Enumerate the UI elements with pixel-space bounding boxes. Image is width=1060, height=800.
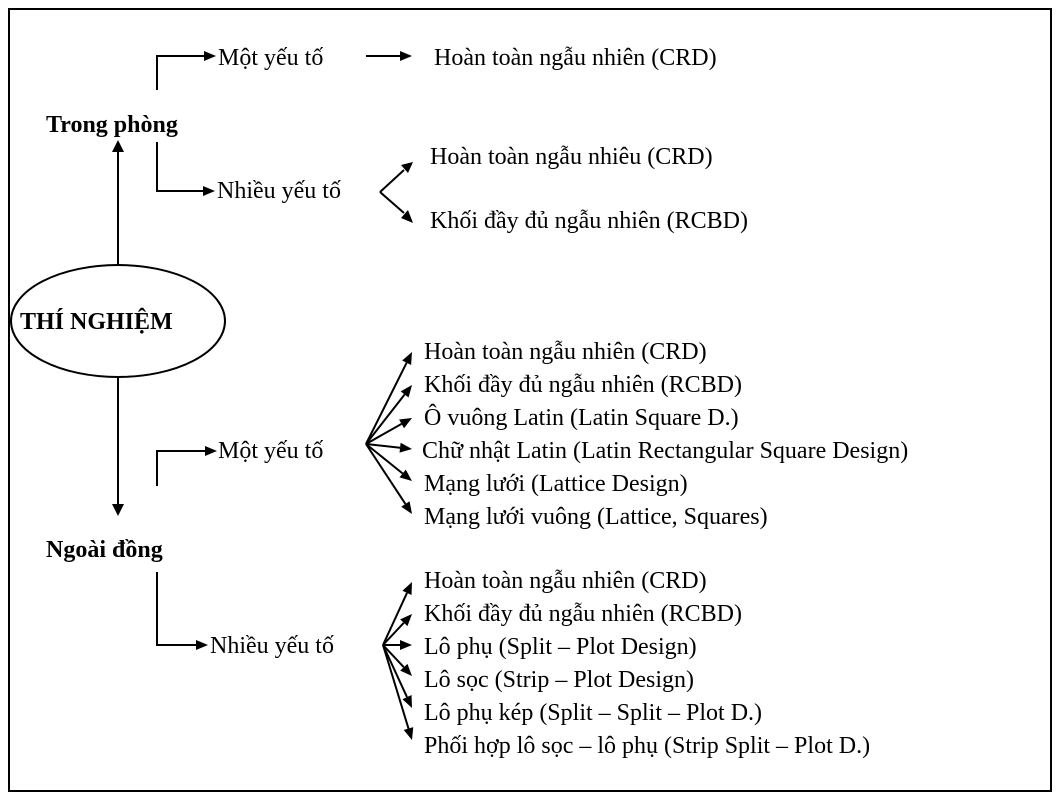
ngoai-dong-mot-design-4: Chữ nhật Latin (Latin Rectangular Square…	[422, 438, 908, 464]
branch-arrowhead	[400, 614, 412, 627]
branch-arrow	[382, 592, 408, 646]
trong-phong-nhieu-arrowhead	[203, 186, 215, 196]
branch-arrowhead	[403, 727, 414, 740]
branch-arrowhead	[399, 442, 412, 453]
trong-phong-mot-yeu-to-label: Một yếu tố	[218, 45, 323, 71]
branch-arrow	[382, 644, 405, 668]
branch-arrow	[365, 393, 406, 445]
branch-arrow	[365, 443, 401, 449]
ngoai-dong-nhieu-design-4: Lô sọc (Strip – Plot Design)	[424, 667, 694, 693]
ngoai-dong-mot-design-1: Hoàn toàn ngẫu nhiên (CRD)	[424, 339, 707, 365]
ngoai-dong-nhieu-design-3: Lô phụ (Split – Plot Design)	[424, 634, 697, 660]
ngoai-dong-mot-design-3: Ô vuông Latin (Latin Square D.)	[424, 404, 739, 431]
ngoai-dong-mot-connector	[156, 450, 205, 486]
branch-arrowhead	[399, 418, 412, 429]
branch-arrowhead	[401, 501, 412, 514]
ngoai-dong-label: Ngoài đồng	[46, 537, 163, 563]
branch-arrow	[382, 622, 405, 646]
branch-arrowhead	[400, 385, 412, 398]
ngoai-dong-mot-branches	[365, 352, 412, 514]
root-label: THÍ NGHIỆM	[20, 309, 173, 335]
trong-phong-mot-design-arrowhead	[400, 51, 412, 61]
branch-arrow	[365, 362, 408, 445]
ngoai-dong-nhieu-yeu-to-label: Nhiều yếu tố	[210, 633, 334, 659]
trong-phong-nhieu-branches	[379, 162, 413, 223]
branch-arrow	[382, 644, 408, 698]
trong-phong-mot-design: Hoàn toàn ngẫu nhiên (CRD)	[434, 45, 717, 71]
branch-arrowhead	[402, 695, 412, 708]
root-to-trong-phong-arrowhead	[112, 140, 124, 152]
ngoai-dong-nhieu-design-5: Lô phụ kép (Split – Split – Plot D.)	[424, 700, 762, 726]
trong-phong-nhieu-design-1: Hoàn toàn ngẫu nhiêu (CRD)	[430, 144, 713, 170]
root-to-ngoai-dong-arrowhead	[112, 504, 124, 516]
branch-arrow	[365, 423, 403, 445]
ngoai-dong-mot-design-2: Khối đầy đủ ngẫu nhiên (RCBD)	[424, 372, 742, 398]
ngoai-dong-mot-design-6: Mạng lưới vuông (Lattice, Squares)	[424, 504, 768, 530]
branch-arrowhead	[401, 210, 413, 223]
branch-arrowhead	[402, 352, 412, 365]
branch-arrowhead	[402, 582, 412, 595]
diagram-frame	[8, 8, 1052, 792]
trong-phong-nhieu-design-2: Khối đầy đủ ngẫu nhiên (RCBD)	[430, 208, 748, 234]
ngoai-dong-mot-arrowhead	[205, 446, 217, 456]
ngoai-dong-mot-yeu-to-label: Một yếu tố	[218, 438, 323, 464]
branch-arrowhead	[400, 640, 412, 650]
branch-arrow	[379, 191, 405, 214]
ngoai-dong-nhieu-design-2: Khối đầy đủ ngẫu nhiên (RCBD)	[424, 601, 742, 627]
branch-arrowhead	[399, 469, 412, 481]
ngoai-dong-nhieu-branches	[382, 582, 414, 740]
branch-arrowhead	[400, 663, 412, 676]
trong-phong-mot-connector	[156, 55, 204, 90]
branch-arrowhead	[401, 162, 413, 173]
branch-arrow	[365, 443, 404, 475]
ngoai-dong-nhieu-design-1: Hoàn toàn ngẫu nhiên (CRD)	[424, 568, 707, 594]
trong-phong-label: Trong phòng	[46, 112, 178, 138]
trong-phong-nhieu-yeu-to-label: Nhiều yếu tố	[217, 178, 341, 204]
ngoai-dong-mot-design-5: Mạng lưới (Lattice Design)	[424, 471, 688, 497]
ngoai-dong-nhieu-connector	[156, 572, 196, 646]
ngoai-dong-nhieu-design-6: Phối hợp lô sọc – lô phụ (Strip Split – …	[424, 733, 870, 759]
branch-arrow	[365, 443, 407, 505]
trong-phong-nhieu-connector	[156, 142, 203, 192]
branch-arrow	[379, 169, 405, 193]
branch-arrow	[382, 644, 410, 729]
ngoai-dong-nhieu-arrowhead	[196, 640, 208, 650]
trong-phong-mot-arrowhead	[204, 51, 216, 61]
